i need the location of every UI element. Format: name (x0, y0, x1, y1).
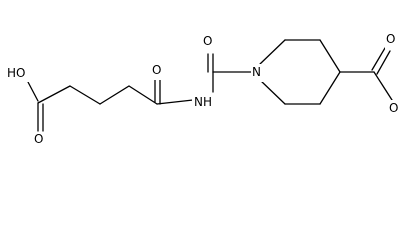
ester-oxygen-label: O (389, 101, 398, 115)
bond-ring-4 (319, 71, 341, 105)
bond-chain-1 (37, 85, 71, 104)
bond-amide-nh (156, 99, 194, 105)
amide-oxygen-label: O (152, 63, 161, 77)
bond-ester-co-b (376, 50, 391, 75)
bond-chain-4 (128, 85, 158, 105)
urea-oxygen-label: O (203, 34, 212, 48)
bond-ring-6 (259, 79, 286, 105)
hydroxyl-label: HO (7, 66, 25, 80)
structure-diagram: HO O O NH O N O O (5, 30, 402, 148)
imide-nh-label: NH (194, 95, 212, 109)
bond-chain-3 (99, 85, 130, 105)
bond-ester-co-a (371, 47, 386, 71)
acid-oxygen-label: O (34, 132, 43, 146)
bond-ring-1 (259, 39, 286, 65)
bond-chain-2 (69, 85, 101, 105)
ester-carbonyl-oxygen-label: O (386, 32, 395, 46)
bond-ho-c (27, 81, 39, 102)
bond-ring-3 (319, 39, 341, 73)
label-layer: HO O O NH O N O O (5, 30, 402, 148)
bond-layer (27, 39, 393, 132)
bond-ester-oc (373, 71, 393, 101)
ring-nitrogen-label: N (252, 65, 261, 79)
